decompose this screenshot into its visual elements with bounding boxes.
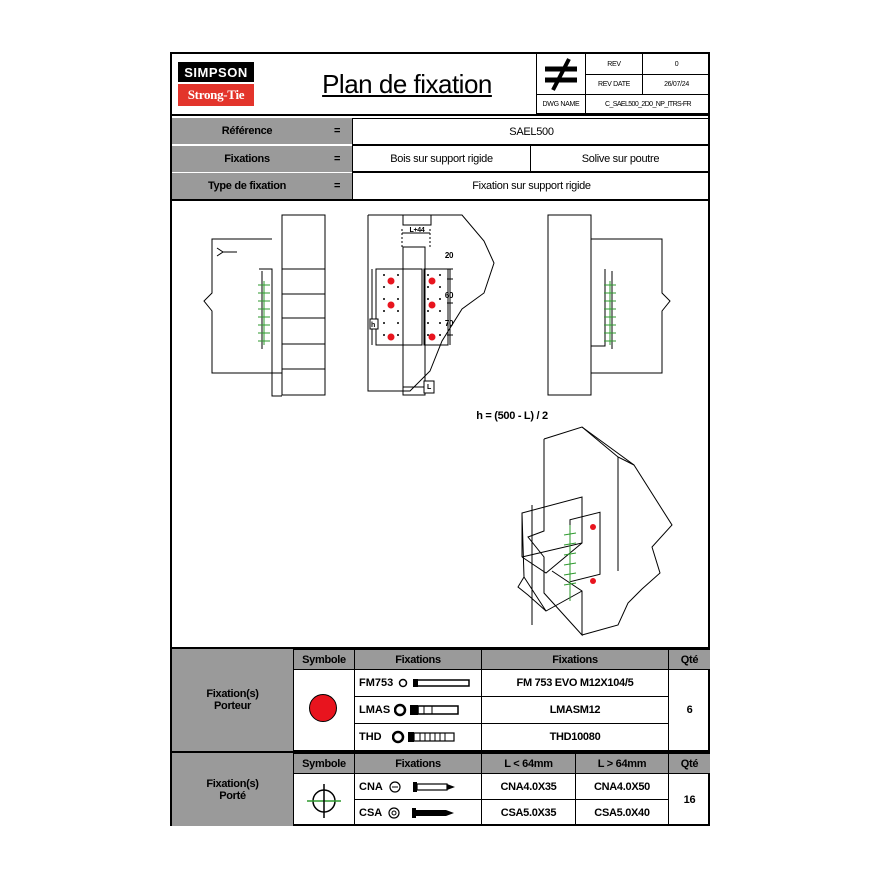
- nail-icon: [389, 780, 455, 793]
- porteur-fixations-header-2: Fixations: [481, 649, 669, 670]
- porteur-row-thd: THD: [354, 723, 482, 751]
- dwg-name-value: C_SAEL500_2D0_NP_ITRS-FR: [585, 94, 710, 114]
- porte-small-cna: CNA4.0X35: [481, 773, 576, 800]
- isometric-view: [517, 426, 673, 637]
- porte-qte: 16: [668, 773, 710, 826]
- fixation-code: THD: [359, 731, 382, 743]
- porteur-name-thd: THD10080: [481, 723, 669, 751]
- fixation-code: FM753: [359, 677, 394, 689]
- porte-col-large: L > 64mm: [575, 753, 669, 774]
- reference-value: SAEL500: [352, 118, 710, 145]
- screw-icon: [388, 807, 455, 819]
- porteur-symbole-header: Symbole: [293, 649, 355, 670]
- fixation-code: CSA: [359, 807, 383, 819]
- fixation-code: LMAS: [359, 704, 391, 716]
- porte-section-label: Fixation(s) Porté: [172, 753, 293, 826]
- red-dot-symbol-icon: [309, 694, 337, 722]
- dim-L: L: [427, 383, 431, 391]
- porte-symbole-header: Symbole: [293, 753, 355, 774]
- porte-qte-header: Qté: [668, 753, 710, 774]
- dim-60: 60: [444, 290, 454, 300]
- porte-fixations-header: Fixations: [354, 753, 482, 774]
- fixations-equals: =: [322, 146, 352, 172]
- divider: [172, 647, 708, 649]
- porte-large-cna: CNA4.0X50: [575, 773, 669, 800]
- dim-20: 20: [444, 250, 454, 260]
- porteur-row-fm753: FM753: [354, 669, 482, 697]
- anchor-bolt-icon: [399, 678, 470, 688]
- rev-label: REV: [585, 54, 643, 75]
- fixations-value-2: Solive sur poutre: [530, 145, 710, 172]
- porteur-row-lmas: LMAS: [354, 696, 482, 724]
- type-label: Type de fixation: [172, 173, 322, 199]
- porteur-section-label: Fixation(s) Porteur: [172, 649, 293, 751]
- rev-date-label: REV DATE: [585, 74, 643, 95]
- porteur-qte: 6: [668, 669, 710, 751]
- page-title: Plan de fixation: [322, 68, 492, 99]
- rev-value: 0: [642, 54, 710, 75]
- type-equals: =: [322, 173, 352, 199]
- crosshair-symbol-icon: [307, 784, 341, 818]
- porte-col-small: L < 64mm: [481, 753, 576, 774]
- front-view: [367, 214, 495, 396]
- fixations-label: Fixations: [172, 146, 322, 172]
- reference-equals: =: [322, 118, 352, 144]
- logo-strong-tie: Strong-Tie: [178, 84, 254, 106]
- drawing-sheet: SIMPSON Strong-Tie Plan de fixation DWG …: [170, 52, 710, 826]
- divider: [172, 751, 708, 753]
- porteur-fixations-header-1: Fixations: [354, 649, 482, 670]
- dim-h: h: [371, 321, 375, 329]
- porteur-qte-header: Qté: [668, 649, 710, 670]
- not-equal-box: DWG NAME: [536, 54, 586, 114]
- formula: h = (500 - L) / 2: [476, 410, 548, 422]
- porte-row-csa: CSA: [354, 799, 482, 826]
- divider: [172, 199, 708, 201]
- porteur-name-fm753: FM 753 EVO M12X104/5: [481, 669, 669, 697]
- reference-label: Référence: [172, 118, 322, 144]
- fixations-value-1: Bois sur support rigide: [352, 145, 531, 172]
- sleeve-anchor-icon: [394, 703, 459, 717]
- fixation-code: CNA: [359, 780, 383, 793]
- porteur-symbol-cell: [293, 669, 355, 751]
- logo-simpson: SIMPSON: [178, 62, 254, 82]
- type-value: Fixation sur support rigide: [352, 172, 710, 200]
- porte-large-csa: CSA5.0X40: [575, 799, 669, 826]
- dwg-name-label: DWG NAME: [536, 94, 586, 113]
- dim-70: 70: [444, 318, 454, 328]
- divider: [172, 114, 708, 116]
- porteur-name-lmas: LMASM12: [481, 696, 669, 724]
- dim-top: L+44: [409, 226, 425, 234]
- porte-small-csa: CSA5.0X35: [481, 799, 576, 826]
- concrete-screw-icon: [391, 730, 455, 744]
- porte-symbol-cell: [293, 773, 355, 826]
- not-equal-icon: [537, 54, 585, 94]
- rev-date-value: 26/07/24: [642, 74, 710, 95]
- right-view: [547, 214, 671, 396]
- porte-row-cna: CNA: [354, 773, 482, 800]
- technical-drawing: [203, 214, 673, 637]
- left-view: [203, 214, 326, 397]
